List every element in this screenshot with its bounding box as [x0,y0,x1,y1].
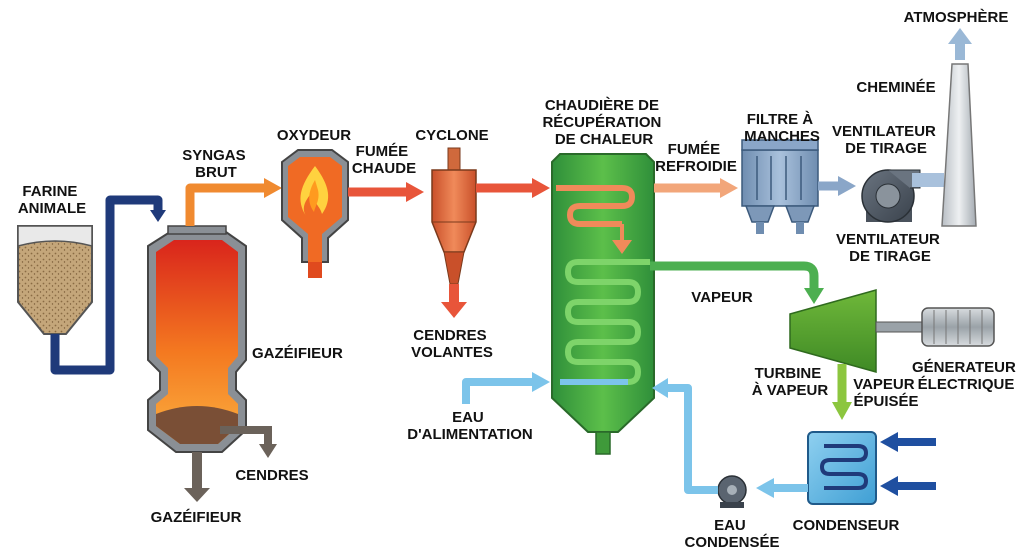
label-fumee-refroidie: FUMÉE REFROIDIE [655,141,737,175]
condensate-pump [717,475,747,508]
recovery-boiler [551,153,655,455]
syngas-pipe [185,183,268,226]
steam-arrow-head [804,288,824,304]
hot-flue-arrow-1 [406,182,424,202]
cool-flue-arrow [720,178,738,198]
label-eau-condensee: EAU CONDENSÉE [684,517,779,551]
condenser [807,431,877,505]
label-ventilateur-bottom: VENTILATEUR DE TIRAGE [836,231,944,265]
fly-ash-arrow [441,284,467,318]
label-condenseur: CONDENSEUR [793,517,900,534]
hot-flue-arrow-2 [532,178,550,198]
bag-filter [741,139,819,234]
label-filtre: FILTRE À MANCHES [744,111,820,145]
label-cyclone: CYCLONE [415,127,488,144]
label-cendres-volantes: CENDRES VOLANTES [411,327,493,361]
label-oxydeur: OXYDEUR [277,127,351,144]
label-vapeur: VAPEUR [691,289,753,306]
label-fumee-chaude: FUMÉE CHAUDE [352,143,416,177]
gasifier [147,225,247,453]
chimney [941,63,977,227]
label-gazeifieur-side: GAZÉIFIEUR [252,345,343,362]
return-water-arrow [652,378,668,398]
label-vapeur-epuisee: VAPEUR ÉPUISÉE [853,376,919,410]
label-ventilateur-top: VENTILATEUR DE TIRAGE [832,123,940,157]
condensate-arrow [756,478,774,498]
feed-pipe [50,195,163,375]
label-atmosphere: ATMOSPHÈRE [904,9,1009,26]
steam-turbine [789,289,923,373]
exhaust-steam-arrow [832,402,852,420]
label-cheminee: CHEMINÉE [856,79,935,96]
syngas-arrow-head [264,178,282,198]
ash-pipe [220,426,272,446]
return-water-pipe [664,384,718,494]
label-cendres: CENDRES [235,467,308,484]
oxidizer [281,149,349,278]
induced-draft-fan [861,169,921,223]
electric-generator [921,307,995,347]
feed-water-arrow [532,372,550,392]
feed-water-pipe [462,378,534,404]
label-syngas: SYNGAS BRUT [182,147,250,181]
label-gazeifieur-bottom: GAZÉIFIEUR [151,509,242,526]
gasifier-outlet-arrow [184,452,210,502]
label-turbine: TURBINE À VAPEUR [752,365,829,399]
label-farine: FARINE ANIMALE [18,183,86,217]
label-generateur: GÉNERATEUR ÉLECTRIQUE [912,359,1020,393]
cooling-water-out-head [880,476,898,496]
label-chaudiere: CHAUDIÈRE DE RÉCUPÉRATION DE CHALEUR [542,97,665,148]
cyclone [431,147,477,285]
atmosphere-arrow [948,28,972,60]
feed-arrow-head [150,210,166,222]
label-eau-alimentation: EAU D'ALIMENTATION [407,409,533,443]
steam-pipe [650,261,819,290]
cooling-water-in-head [880,432,898,452]
filter-fan-arrow [838,176,856,196]
hopper [17,225,93,335]
ash-arrow-head [259,444,277,458]
